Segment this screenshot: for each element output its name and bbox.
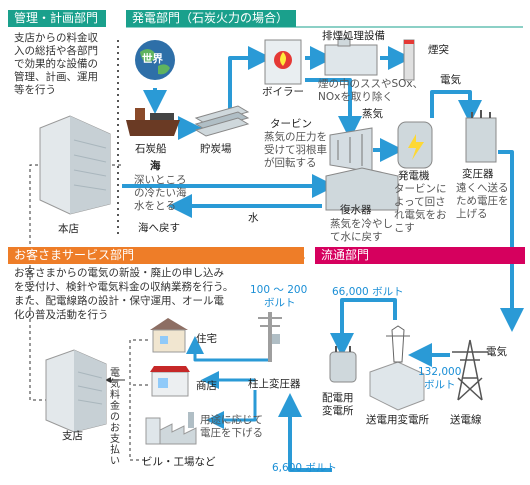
condenser-description: 蒸気を冷やし て水に戻す — [330, 218, 393, 243]
branch-label: 支店 — [62, 430, 83, 442]
mgmt-description: 支店からの料金収 入の総括や各部門 で効果的な設備の 管理、計画、運用 等を行う — [14, 32, 98, 96]
branch-building-icon — [45, 349, 107, 433]
dist-to-pole-arrow — [278, 393, 332, 472]
generator-icon — [397, 121, 433, 169]
dist-section-header: 流通部門 — [315, 247, 525, 264]
generator-to-transformer-arrow — [430, 90, 482, 124]
house-icon — [150, 318, 188, 353]
distribution-substation-icon — [329, 346, 357, 383]
dist-substation-label: 配電用 変電所 — [322, 392, 354, 417]
shop-label: 商店 — [196, 380, 217, 392]
voltage-100-200: 100 ～ 200 — [250, 284, 308, 296]
world-label: 世界 — [142, 53, 163, 65]
substation-to-dist-arrow — [330, 298, 397, 357]
transformer-to-line-arrow — [498, 150, 524, 332]
voltage-132000: 132,000 — [418, 366, 462, 378]
electricity-label: 電気 — [440, 74, 461, 86]
service-section-header: お客さまサービス部門 — [8, 247, 304, 264]
utility-pole-icon — [258, 312, 282, 362]
steam-label: 蒸気 — [362, 108, 383, 120]
voltage-6600: 6,600 ボルト — [272, 462, 337, 474]
transformer-label: 変圧器 — [462, 168, 494, 180]
voltage-100-200-unit: ボルト — [264, 297, 296, 309]
condenser-label: 復水器 — [340, 204, 372, 216]
pole-to-house-arrow — [186, 336, 272, 362]
turbine-label: タービン — [270, 118, 312, 130]
chimney-icon — [403, 39, 415, 81]
sea-label: 海 — [150, 160, 161, 172]
sea-description: 深いところ の冷たい海 水をとる — [134, 174, 187, 212]
factory-icon — [145, 412, 197, 445]
pole-transformer-label: 柱上変圧器 — [248, 378, 301, 390]
head-office-building-icon — [39, 115, 111, 215]
trans-substation-label: 送電用変電所 — [366, 414, 429, 426]
customer-bracket — [129, 339, 148, 461]
boiler-label: ボイラー — [262, 86, 304, 98]
boiler-icon — [264, 39, 302, 85]
coal-ship-label: 石炭船 — [135, 143, 167, 155]
turbine-icon — [329, 127, 373, 173]
desulfurization-icon — [324, 37, 378, 76]
coal-ship-icon — [126, 108, 180, 136]
transformer-description: 遠くへ送る ため電圧を 上げる — [456, 182, 509, 220]
desulf-label: 排煙処理設備 — [322, 30, 385, 42]
desulf-description: 煙の中のススやSOx、 NOxを取り除く — [318, 78, 424, 103]
voltage-66000: 66,000 ボルト — [332, 286, 404, 298]
pole-transformer-description: 用途に応じて 電圧を下げる — [200, 414, 263, 439]
boiler-to-turbine-steam-arrow — [305, 78, 362, 140]
transmission-substation-icon — [369, 325, 425, 411]
head-office-label: 本店 — [58, 223, 79, 235]
mgmt-section-header: 管理・計画部門 — [8, 10, 106, 27]
transformer-icon — [465, 110, 497, 163]
pole-to-building-arrow — [206, 390, 257, 429]
coal-storage-icon — [194, 105, 250, 137]
house-label: 住宅 — [196, 333, 217, 345]
payment-description: 電 気 料 金 の お 支 払 い — [110, 368, 120, 467]
condenser-icon — [325, 167, 399, 211]
transmission-tower-icon — [452, 339, 488, 401]
electricity2-label: 電気 — [486, 346, 507, 358]
trans-line-label: 送電線 — [450, 414, 482, 426]
turbine-description: 蒸気の圧力を 受けて羽根車 が回転する — [264, 131, 327, 169]
shop-icon — [150, 366, 190, 397]
generator-description: タービンに よって回さ れ電気をお こす — [394, 183, 447, 234]
globe-icon — [135, 40, 175, 80]
storage-label: 貯炭場 — [200, 143, 232, 155]
water-label: 水 — [248, 212, 259, 224]
voltage-132000-unit: ボルト — [424, 379, 456, 391]
return-sea-label: 海へ戻す — [138, 222, 180, 234]
building-label: ビル・工場など — [142, 456, 216, 468]
service-description: お客さまからの電気の新設・廃止の申し込み を受付け、検針や電気料金の収納業務を行… — [14, 267, 234, 321]
power-section-header: 発電部門（石炭火力の場合） — [126, 10, 296, 27]
storage-to-boiler-arrow — [228, 46, 272, 112]
generator-label: 発電機 — [398, 170, 430, 182]
chimney-label: 煙突 — [428, 44, 449, 56]
